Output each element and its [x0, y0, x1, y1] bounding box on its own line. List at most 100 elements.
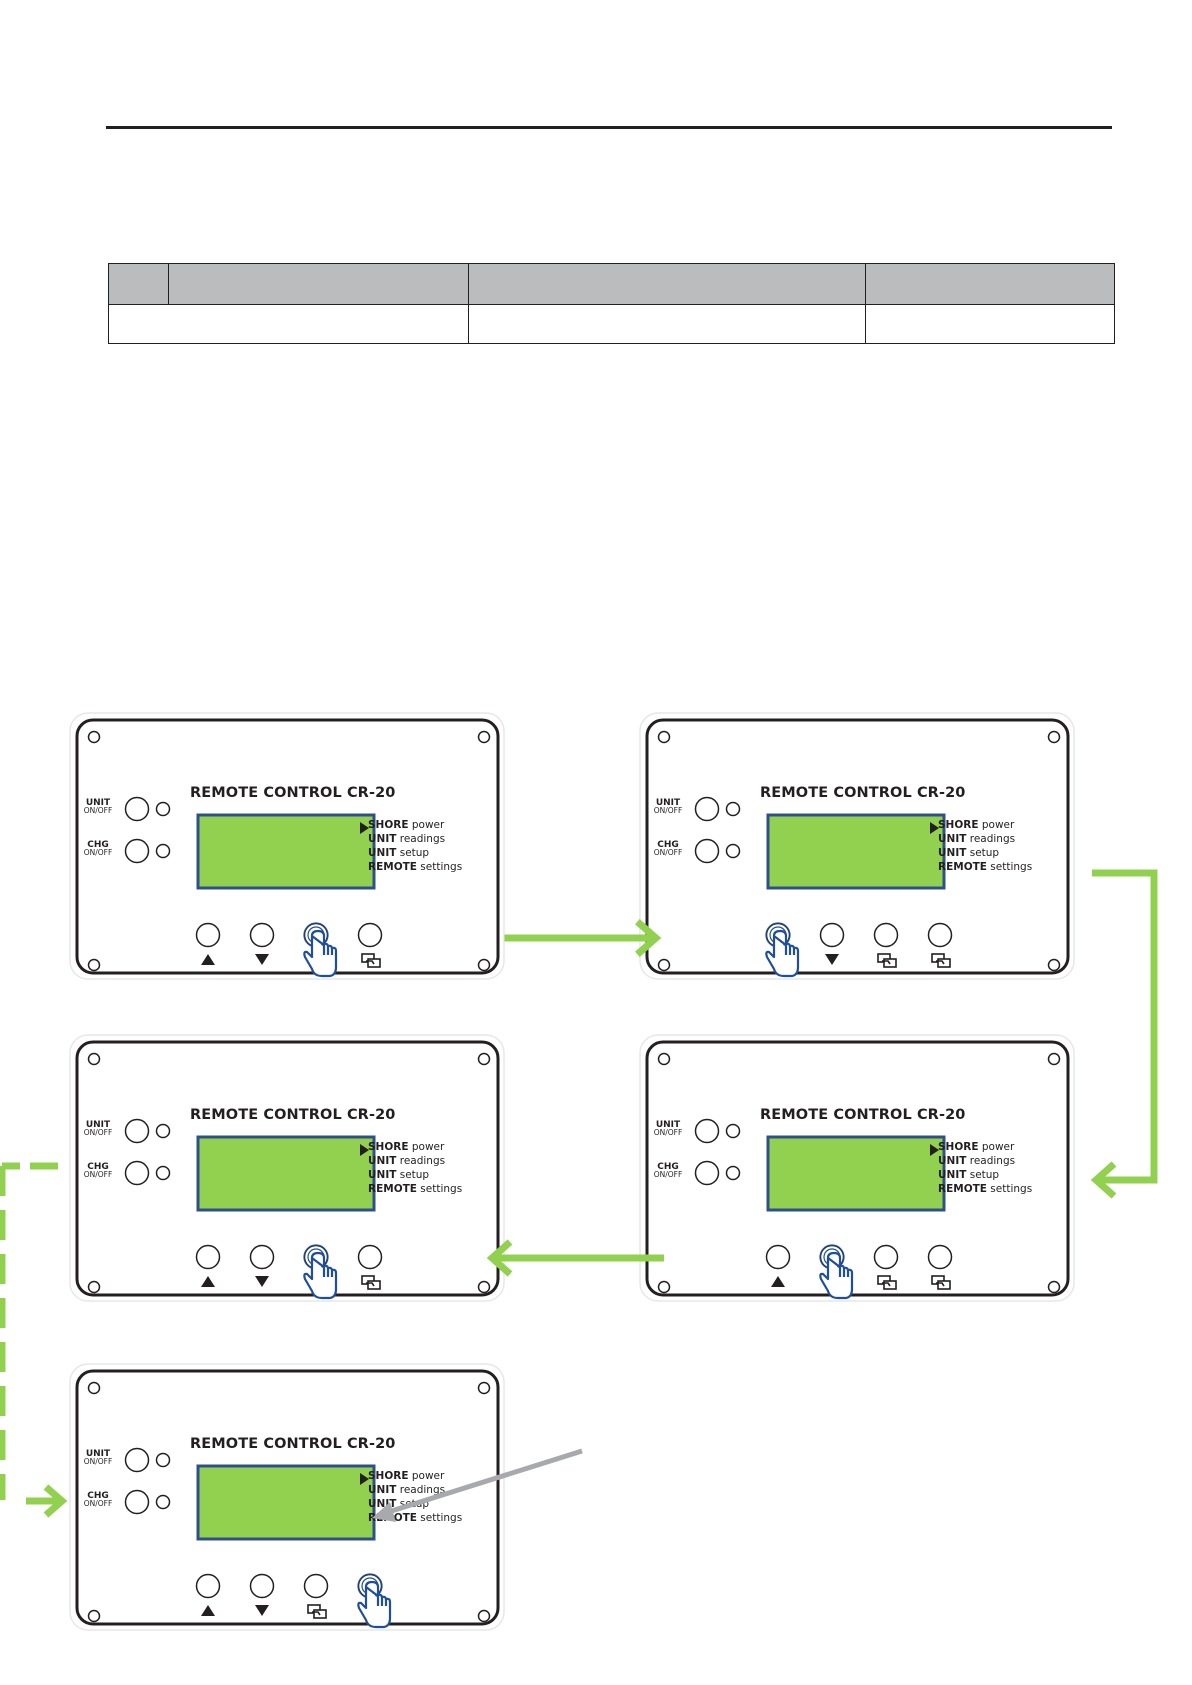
keypad-button [819, 922, 845, 948]
status-led [155, 1452, 171, 1468]
table-header-cell [168, 263, 469, 305]
screw-hole-icon [477, 1609, 491, 1623]
pressing-hand-icon [357, 1573, 392, 1629]
panel-drawing [639, 1034, 1075, 1302]
menu-item: SHORE power [938, 1141, 1015, 1153]
table-row [108, 304, 1115, 344]
keypad-button [357, 1244, 383, 1270]
screw-hole-icon [87, 1381, 101, 1395]
status-led [155, 801, 171, 817]
chg-onoff-button [694, 1160, 720, 1186]
screw-hole-icon [657, 1280, 671, 1294]
table-cell [108, 304, 469, 344]
arrow-into-panel5 [26, 1484, 68, 1518]
up-arrow-icon [201, 1605, 215, 1616]
menu-item: UNIT readings [938, 1155, 1016, 1167]
menu-item: REMOTE settings [368, 1183, 463, 1195]
menu-item: UNIT setup [368, 1169, 430, 1181]
menu-item: UNIT readings [368, 1155, 446, 1167]
unit-onoff-button [694, 1118, 720, 1144]
menu-item: UNIT readings [368, 1484, 446, 1496]
screw-hole-icon [657, 958, 671, 972]
menu-item: SHORE power [938, 819, 1015, 831]
keypad-button [303, 1573, 329, 1599]
keypad-button [765, 1244, 791, 1270]
arrow-panel2-to-panel4 [1090, 869, 1158, 1199]
table-header-row [108, 263, 1115, 305]
screw-hole-icon [87, 1052, 101, 1066]
menu-item: REMOTE settings [938, 861, 1033, 873]
menu-cursor-icon [360, 822, 369, 834]
menu-cursor-icon [360, 1144, 369, 1156]
screw-hole-icon [477, 1280, 491, 1294]
screw-hole-icon [1047, 730, 1061, 744]
down-arrow-icon [825, 954, 839, 965]
keypad-button [195, 1244, 221, 1270]
lcd-screen [766, 1135, 946, 1212]
screw-hole-icon [1047, 1280, 1061, 1294]
menu-cursor-icon [930, 1144, 939, 1156]
menu-cursor-icon [360, 1473, 369, 1485]
pointer-arrow-setup [372, 1448, 583, 1522]
spec-table [108, 263, 1115, 344]
pressing-hand-icon [303, 922, 338, 978]
pressing-hand-icon [765, 922, 800, 978]
down-arrow-icon [255, 1276, 269, 1287]
keypad-button [873, 922, 899, 948]
enter-icon [931, 953, 951, 968]
panel-title: REMOTE CONTROL CR-20 [760, 785, 966, 801]
panel-drawing [69, 712, 505, 980]
status-led [725, 801, 741, 817]
panel-drawing [69, 1034, 505, 1302]
lcd-screen [196, 1464, 376, 1541]
screw-hole-icon [87, 958, 101, 972]
up-arrow-icon [771, 1276, 785, 1287]
keypad-button [873, 1244, 899, 1270]
screw-hole-icon [657, 730, 671, 744]
pressing-hand-icon [819, 1244, 854, 1300]
unit-onoff-button [694, 796, 720, 822]
status-led [155, 843, 171, 859]
screw-hole-icon [87, 1609, 101, 1623]
menu-item: UNIT setup [368, 847, 430, 859]
screw-hole-icon [477, 730, 491, 744]
menu-item: REMOTE settings [938, 1183, 1033, 1195]
menu-item: UNIT readings [938, 833, 1016, 845]
arrow-panel4-to-panel3 [486, 1239, 664, 1277]
keypad-button [195, 922, 221, 948]
menu-item: SHORE power [368, 819, 445, 831]
status-led [155, 1165, 171, 1181]
screw-hole-icon [1047, 958, 1061, 972]
screw-hole-icon [1047, 1052, 1061, 1066]
down-arrow-icon [255, 954, 269, 965]
menu-item: UNIT setup [938, 1169, 1000, 1181]
panel-drawing [639, 712, 1075, 980]
status-led [155, 1123, 171, 1139]
unit-onoff-button [124, 1447, 150, 1473]
table-cell [865, 304, 1115, 344]
status-led [725, 843, 741, 859]
keypad-button [927, 1244, 953, 1270]
menu-item: SHORE power [368, 1141, 445, 1153]
menu-item: SHORE power [368, 1470, 445, 1482]
menu-cursor-icon [930, 822, 939, 834]
table-header-cell [108, 263, 169, 305]
chg-onoff-button [694, 838, 720, 864]
keypad-button [195, 1573, 221, 1599]
